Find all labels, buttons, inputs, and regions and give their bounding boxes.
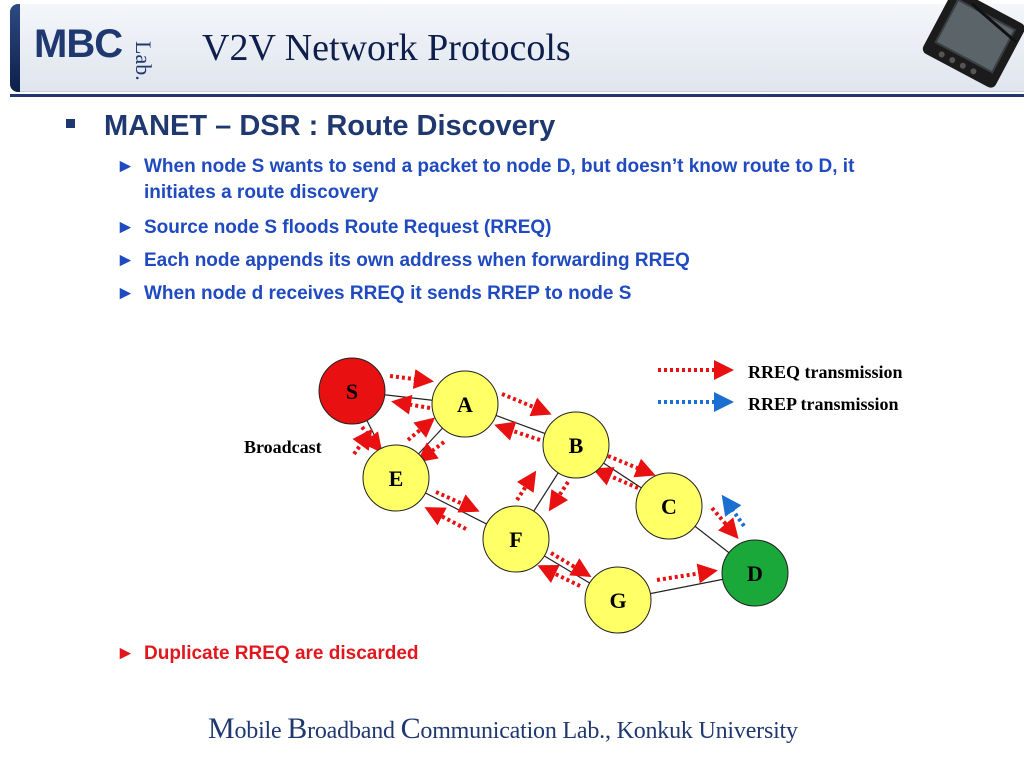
rreq-arrows <box>352 369 739 588</box>
legend-rrep-label: RREP transmission <box>748 394 899 414</box>
rreq-arrow <box>416 440 446 463</box>
note-text: Duplicate RREQ are discarded <box>144 643 419 664</box>
node-c: C <box>635 472 703 540</box>
rreq-arrow <box>656 563 718 584</box>
header-banner <box>10 4 1024 92</box>
node-label-a: A <box>457 392 473 417</box>
footer-initial: B <box>287 712 308 745</box>
pda-device-icon <box>922 0 1024 88</box>
node-label-c: C <box>661 494 677 519</box>
page-title: V2V Network Protocols <box>202 27 571 69</box>
note-item: ► Duplicate RREQ are discarded <box>116 641 924 667</box>
rreq-arrow <box>710 506 739 540</box>
node-label-e: E <box>389 466 404 491</box>
footer-text: roadband <box>307 718 401 744</box>
node-label-b: B <box>569 433 584 458</box>
node-b: B <box>542 411 610 479</box>
rreq-arrow <box>548 480 570 512</box>
footer-initial: C <box>400 712 421 745</box>
bullet-item-1: ► When node S wants to send a packet to n… <box>116 154 924 206</box>
bullet-text: When node d receives RREQ it sends RREP … <box>144 283 632 304</box>
rrep-arrows <box>721 494 746 528</box>
rreq-arrow <box>352 428 373 456</box>
note-arrow-icon: ► <box>116 643 135 664</box>
bullet-arrow-icon: ► <box>116 156 135 177</box>
header-divider <box>10 94 1024 97</box>
bullet-text: When node S wants to send a packet to no… <box>144 156 855 203</box>
rreq-arrow <box>389 369 434 389</box>
node-label-d: D <box>747 561 763 586</box>
legend-rreq-label: RREQ transmission <box>748 362 903 382</box>
lab-logo: MBC <box>34 22 123 67</box>
bullet-arrow-icon: ► <box>116 250 135 271</box>
bullet-item-2: ► Source node S floods Route Request (RRE… <box>116 215 924 241</box>
header-accent-bar <box>10 4 20 92</box>
broadcast-label: Broadcast <box>244 437 322 457</box>
rreq-arrow <box>435 490 480 513</box>
node-e: E <box>362 444 430 512</box>
rreq-arrow <box>549 551 592 578</box>
footer-text: obile <box>234 718 288 744</box>
rreq-arrow <box>537 565 581 588</box>
heading-bullet-icon <box>66 119 75 128</box>
logo-text: MBC <box>34 22 123 66</box>
node-f: F <box>482 505 550 573</box>
rrep-arrow <box>721 494 746 528</box>
bullet-text: Source node S floods Route Request (RREQ… <box>144 217 552 238</box>
rreq-arrow <box>391 394 431 415</box>
bullet-item-4: ► When node d receives RREQ it sends RREP… <box>116 281 924 307</box>
rreq-arrow <box>406 417 436 442</box>
rreq-arrow <box>592 467 639 490</box>
bullet-text: Each node appends its own address when f… <box>144 250 690 271</box>
footer-initial: M <box>208 712 235 745</box>
section-heading: MANET – DSR : Route Discovery <box>104 110 556 142</box>
node-label-s: S <box>346 379 358 404</box>
bullet-arrow-icon: ► <box>116 283 135 304</box>
rreq-arrow <box>424 507 467 531</box>
bullet-arrow-icon: ► <box>116 217 135 238</box>
bullet-item-3: ► Each node appends its own address when … <box>116 248 924 274</box>
node-d: D <box>721 539 789 607</box>
node-label-f: F <box>509 527 522 552</box>
node-s: S <box>318 357 386 425</box>
rreq-arrow <box>515 470 537 502</box>
node-g: G <box>584 566 652 634</box>
footer-lab-name: Mobile Broadband Communication Lab., Kon… <box>208 712 798 746</box>
rreq-arrow <box>501 392 552 417</box>
node-a: A <box>431 370 499 438</box>
rreq-arrow <box>607 454 656 478</box>
legend: RREQ transmission RREP transmission <box>658 360 903 414</box>
node-label-g: G <box>609 588 626 613</box>
footer-text: ommunication Lab., Konkuk University <box>420 718 798 744</box>
rreq-arrow <box>494 421 541 442</box>
